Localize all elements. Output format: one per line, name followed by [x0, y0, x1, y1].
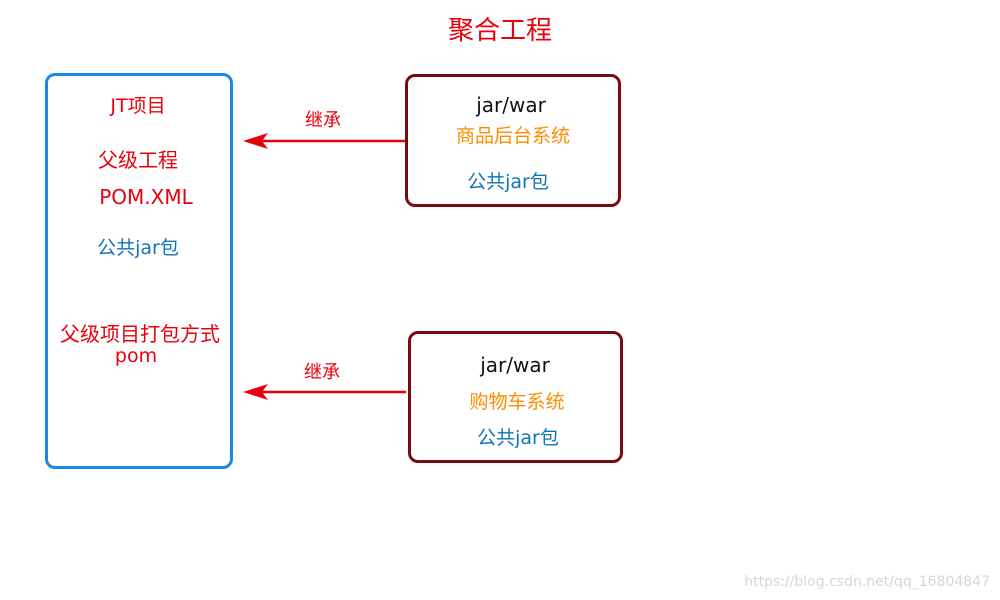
- parent-project-box: [45, 73, 233, 469]
- parent-pom-file: POM.XML: [99, 185, 193, 209]
- parent-project-type: 父级工程: [98, 148, 178, 172]
- inherit-arrow-1: [243, 133, 405, 149]
- parent-packaging-label: 父级项目打包方式: [60, 322, 220, 346]
- parent-common-jar: 公共jar包: [97, 237, 179, 259]
- inherit-label-2: 继承: [304, 362, 340, 383]
- inherit-label-1: 继承: [305, 110, 341, 131]
- inherit-arrow-2: [243, 384, 406, 400]
- parent-project-name: JT项目: [110, 95, 166, 117]
- child-project-box-cart: [408, 331, 623, 463]
- child-1-common-jar: 公共jar包: [467, 171, 549, 193]
- child-1-name: 商品后台系统: [455, 125, 571, 147]
- child-2-name: 购物车系统: [469, 391, 565, 413]
- child-project-box-goods: [405, 74, 621, 207]
- watermark: https://blog.csdn.net/qq_16804847: [744, 574, 990, 590]
- diagram-title: 聚合工程: [447, 16, 552, 46]
- child-2-packaging: jar/war: [480, 353, 550, 377]
- child-1-packaging: jar/war: [476, 93, 546, 117]
- child-2-common-jar: 公共jar包: [477, 427, 559, 449]
- parent-packaging-value: pom: [114, 345, 158, 367]
